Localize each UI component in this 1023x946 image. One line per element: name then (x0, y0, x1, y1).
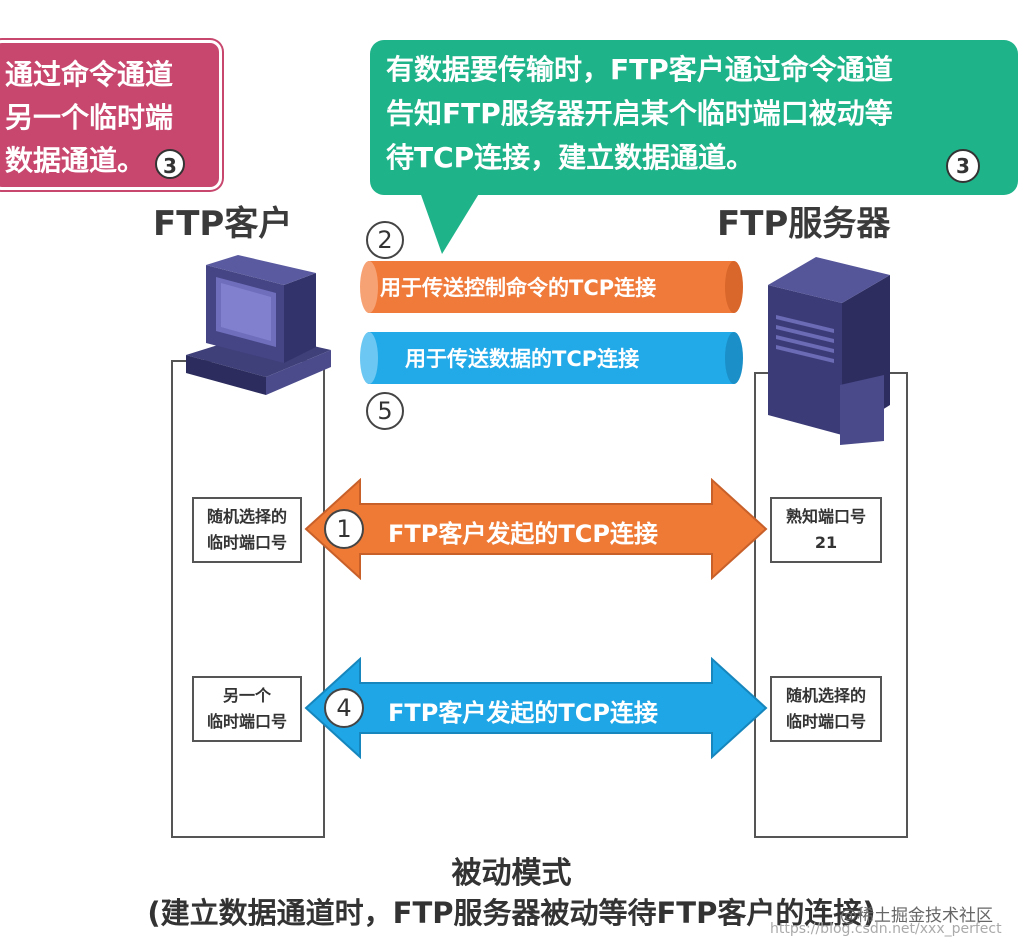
watermark-brand: @稀土掘金技术社区 (840, 906, 993, 926)
data-step-badge: 5 (366, 392, 404, 430)
connection-1-step-badge: 1 (324, 509, 364, 549)
server-port-box-top: 熟知端口号 21 (770, 497, 882, 563)
client-title: FTP客户 (153, 204, 293, 244)
server-column (754, 372, 908, 838)
client-computer-icon (186, 255, 331, 395)
callout-left-line-2: 另一个临时端 (5, 101, 174, 134)
connection-arrow-1 (304, 478, 768, 580)
connection-arrow-4 (304, 657, 768, 759)
callout-right: 有数据要传输时，FTP客户通过命令通道 告知FTP服务器开启某个临时端口被动等 … (370, 40, 1018, 195)
client-port-box-top: 随机选择的 临时端口号 (192, 497, 302, 563)
client-column (171, 360, 325, 838)
callout-right-line-1: 有数据要传输时，FTP客户通过命令通道 (386, 53, 893, 86)
caption-title: 被动模式 (451, 856, 572, 891)
callout-right-step-badge: 3 (946, 149, 980, 183)
server-title: FTP服务器 (717, 204, 891, 244)
client-port-box-bottom: 另一个 临时端口号 (192, 676, 302, 742)
data-channel-tube (360, 332, 743, 384)
watermark-url: https://blog.csdn.net/xxx_perfect (770, 921, 1002, 937)
data-channel-label: 用于传送数据的TCP连接 (405, 347, 640, 371)
callout-left: 通过命令通道 另一个临时端 数据通道。 (0, 40, 222, 190)
control-channel-tube (360, 261, 743, 313)
server-tower-icon (768, 257, 890, 445)
control-step-badge: 2 (366, 221, 404, 259)
connection-4-step-badge: 4 (324, 688, 364, 728)
connection-4-label: FTP客户发起的TCP连接 (388, 699, 658, 727)
control-channel-label: 用于传送控制命令的TCP连接 (380, 276, 657, 300)
server-port-box-bottom: 随机选择的 临时端口号 (770, 676, 882, 742)
callout-left-line-3: 数据通道。 (5, 144, 146, 177)
callout-right-tail (420, 192, 480, 254)
callout-right-line-2: 告知FTP服务器开启某个临时端口被动等 (386, 97, 893, 130)
callout-left-line-1: 通过命令通道 (5, 58, 174, 91)
connection-1-label: FTP客户发起的TCP连接 (388, 520, 658, 548)
callout-left-step-badge: 3 (155, 149, 185, 179)
caption-subtitle: (建立数据通道时，FTP服务器被动等待FTP客户的连接) (147, 896, 876, 930)
callout-right-line-3: 待TCP连接，建立数据通道。 (386, 141, 755, 174)
